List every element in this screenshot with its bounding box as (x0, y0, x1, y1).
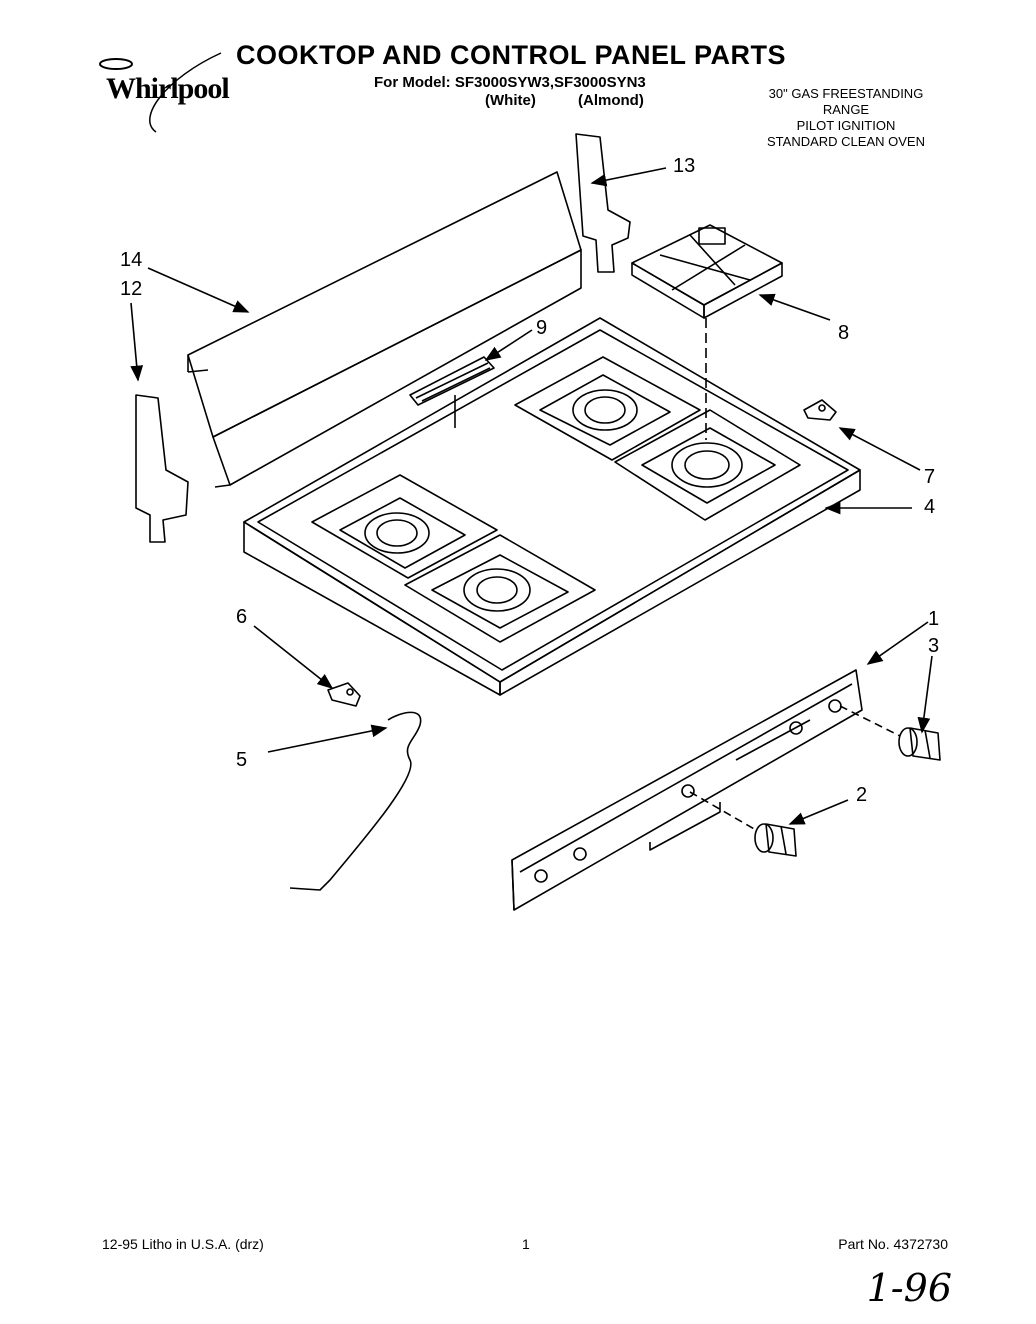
variant-almond: (Almond) (578, 92, 644, 109)
print-info: 12-95 Litho in U.S.A. (drz) (102, 1236, 264, 1252)
description-line: 30" GAS FREESTANDING (768, 86, 924, 101)
handwritten-note: 1-96 (866, 1266, 952, 1310)
callout-7: 7 (924, 466, 935, 488)
part-number: Part No. 4372730 (838, 1236, 948, 1252)
variant-white: (White) (485, 92, 536, 109)
callout-14: 14 (120, 249, 142, 271)
callout-8: 8 (838, 322, 849, 344)
callout-3: 3 (928, 635, 939, 657)
pilot-tube-part (289, 711, 422, 891)
description-line: PILOT IGNITION (796, 118, 896, 133)
control-panel-part (511, 669, 863, 911)
logo-swirl-icon (99, 52, 222, 133)
control-knob-lower-part (689, 791, 797, 857)
burner-grate-part (631, 224, 783, 440)
model-line: For Model: SF3000SYW3,SF3000SYN3 (374, 74, 646, 91)
pilot-bracket-left-part (327, 682, 361, 707)
callout-9: 9 (536, 317, 547, 339)
backguard-part (187, 171, 582, 488)
callout-4: 4 (924, 496, 935, 518)
callout-leaders (130, 167, 933, 825)
callout-1: 1 (928, 608, 939, 630)
left-end-bracket-part (135, 394, 189, 543)
callout-5: 5 (236, 749, 247, 771)
callout-2: 2 (856, 784, 867, 806)
cooktop-part (243, 317, 861, 696)
description-line: RANGE (822, 102, 870, 117)
callout-13: 13 (673, 155, 695, 177)
whirlpool-logo: Whirlpool (96, 48, 256, 134)
logo-wordmark: Whirlpool (106, 72, 230, 105)
description-line: STANDARD CLEAN OVEN (767, 134, 925, 149)
right-end-bracket-part (575, 133, 631, 273)
vent-trim-part (409, 356, 495, 428)
callout-12: 12 (120, 278, 142, 300)
page-number: 1 (522, 1236, 530, 1252)
pilot-bracket-right-part (803, 399, 837, 421)
callout-6: 6 (236, 606, 247, 628)
appliance-description: 30" GAS FREESTANDING RANGE PILOT IGNITIO… (746, 86, 946, 150)
page-title: COOKTOP AND CONTROL PANEL PARTS (236, 40, 787, 70)
